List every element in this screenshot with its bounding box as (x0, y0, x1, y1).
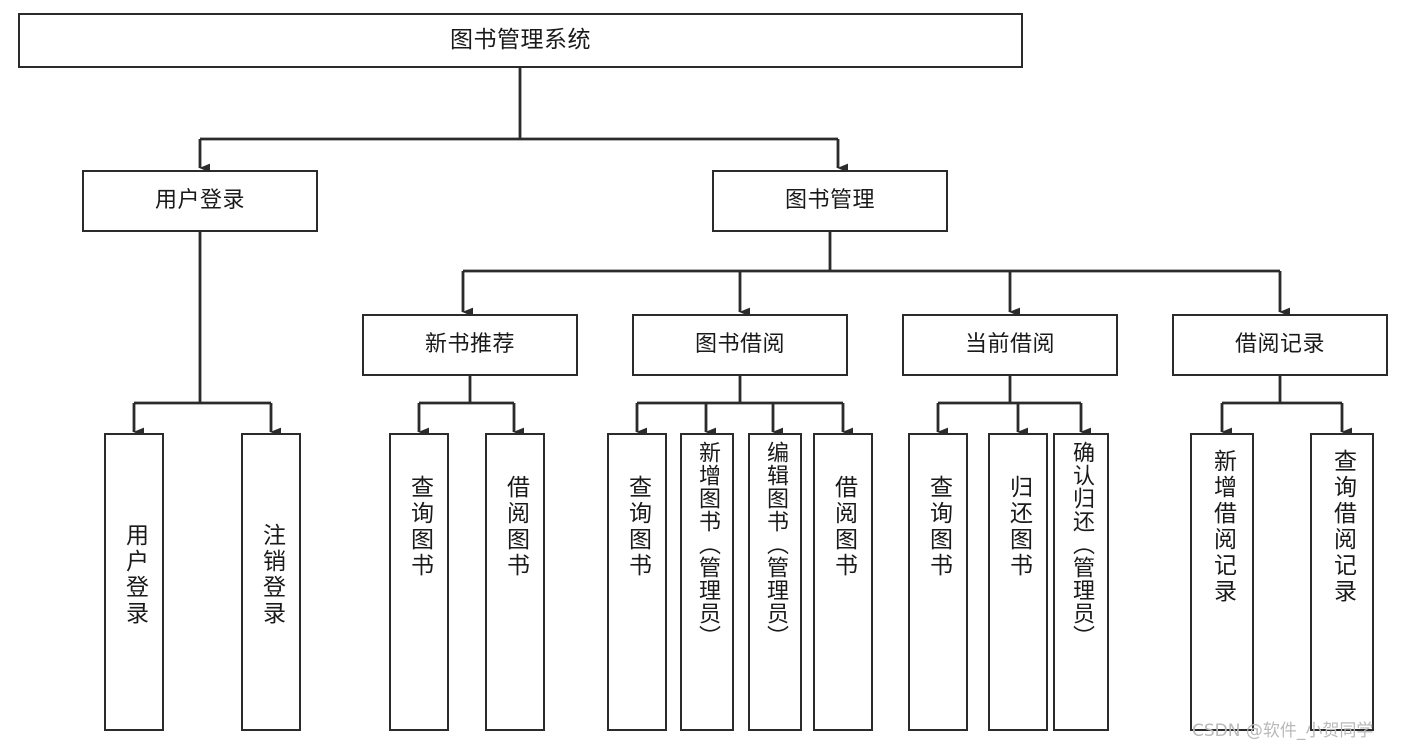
node-label: 当前借阅 (964, 331, 1055, 357)
leaf-edit-book-admin[interactable]: 编辑图书（管理员） (748, 433, 802, 731)
leaf-borrow-book-borrow[interactable]: 借阅图书 (813, 433, 873, 731)
leaf-query-borrow-record[interactable]: 查询借阅记录 (1310, 433, 1374, 731)
node-label: 注销登录 (258, 523, 285, 627)
node-label: 用户登录 (154, 187, 245, 213)
node-label: 编辑图书（管理员） (763, 441, 788, 648)
leaf-query-book-current[interactable]: 查询图书 (908, 433, 968, 731)
leaf-query-book-borrow[interactable]: 查询图书 (607, 433, 667, 731)
node-book-borrow[interactable]: 图书借阅 (632, 314, 848, 376)
node-book-manage[interactable]: 图书管理 (712, 170, 948, 232)
leaf-query-book-new-recommend[interactable]: 查询图书 (389, 433, 449, 731)
leaf-add-borrow-record[interactable]: 新增借阅记录 (1190, 433, 1254, 731)
node-new-book-recommend[interactable]: 新书推荐 (362, 314, 578, 376)
leaf-confirm-return-admin[interactable]: 确认归还（管理员） (1053, 433, 1109, 731)
node-label: 查询图书 (925, 475, 952, 579)
leaf-user-login[interactable]: 用户登录 (104, 433, 164, 731)
node-borrow-record[interactable]: 借阅记录 (1172, 314, 1388, 376)
leaf-return-book[interactable]: 归还图书 (988, 433, 1048, 731)
node-current-borrow[interactable]: 当前借阅 (902, 314, 1118, 376)
node-label: 查询图书 (406, 475, 433, 579)
node-label: 借阅记录 (1234, 331, 1325, 357)
node-label: 查询图书 (624, 475, 651, 579)
node-label: 归还图书 (1005, 475, 1032, 579)
node-user-login[interactable]: 用户登录 (82, 170, 318, 232)
node-root-system[interactable]: 图书管理系统 (18, 13, 1023, 68)
node-label: 图书借阅 (694, 331, 785, 357)
node-label: 新书推荐 (424, 331, 515, 357)
node-label: 用户登录 (121, 523, 148, 627)
node-label: 确认归还（管理员） (1069, 441, 1094, 648)
node-label: 查询借阅记录 (1329, 449, 1356, 605)
node-label: 图书管理 (784, 187, 875, 213)
csdn-watermark: CSDN @软件_小贺同学 (1192, 721, 1374, 741)
leaf-logout-login[interactable]: 注销登录 (241, 433, 301, 731)
node-label: 借阅图书 (830, 475, 857, 579)
leaf-add-book-admin[interactable]: 新增图书（管理员） (680, 433, 734, 731)
node-label: 新增借阅记录 (1209, 449, 1236, 605)
node-label: 图书管理系统 (450, 26, 591, 53)
node-label: 新增图书（管理员） (695, 441, 720, 648)
node-label: 借阅图书 (502, 475, 529, 579)
leaf-borrow-book-new-recommend[interactable]: 借阅图书 (485, 433, 545, 731)
